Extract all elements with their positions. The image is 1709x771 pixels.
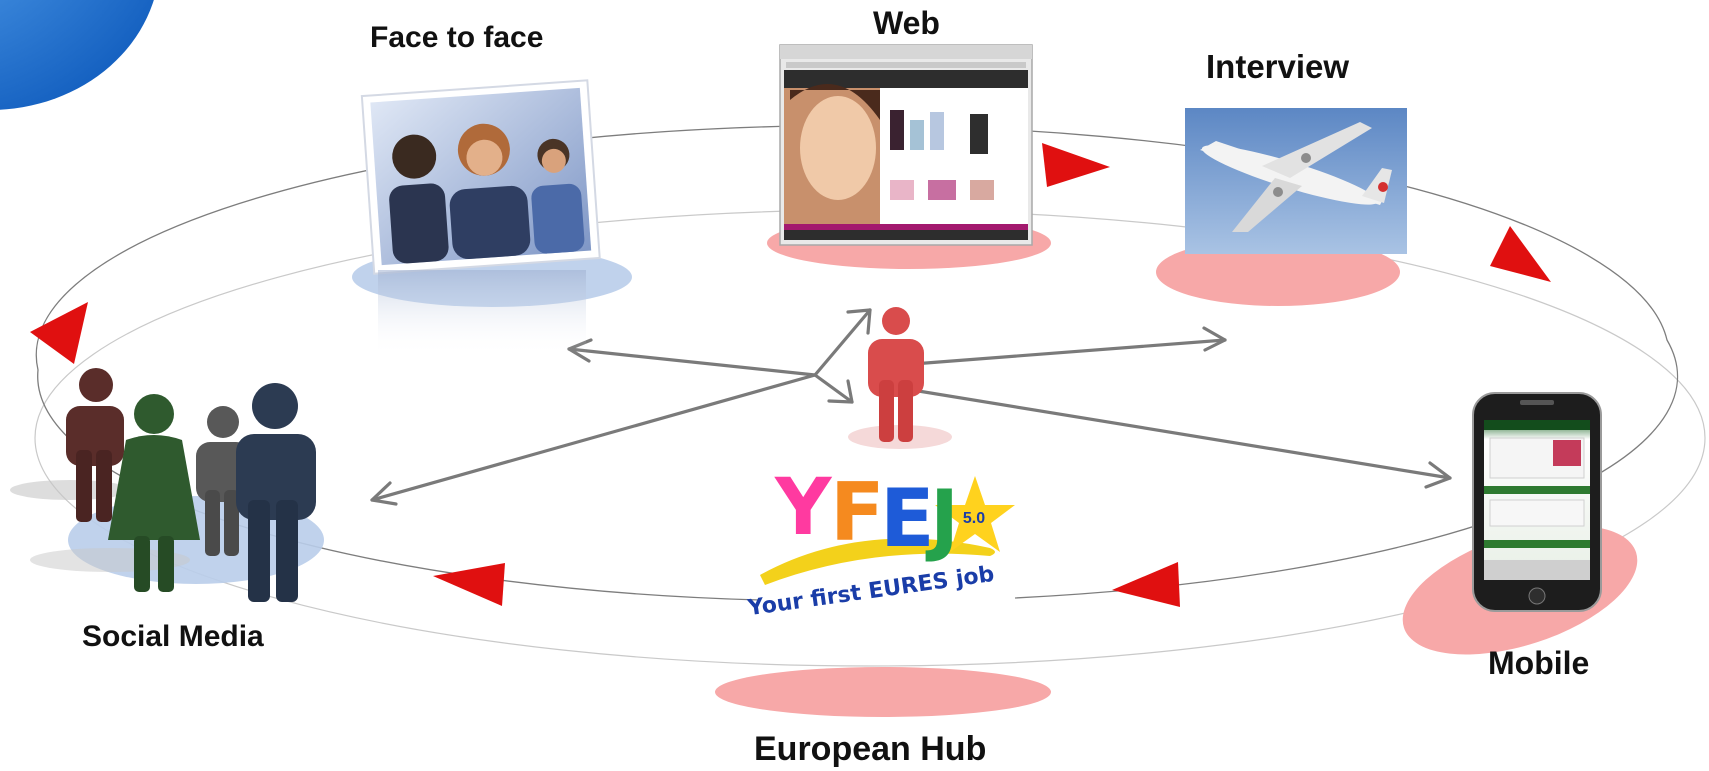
interview-disc: [1156, 238, 1400, 306]
cycle-arrow-bottom-left: [433, 563, 505, 606]
logo-letter-f: F: [830, 466, 885, 559]
label-web: Web: [873, 5, 940, 41]
logo-letter-j: J: [925, 475, 959, 565]
yfej-logo: 5.0 Y F E J Your first EURES job: [745, 463, 1015, 621]
cycle-arrow-left: [30, 302, 88, 364]
label-face-to-face: Face to face: [370, 21, 544, 54]
airplane-photo: [1185, 108, 1407, 254]
cycle-arrow-top-right: [1042, 143, 1110, 187]
label-interview: Interview: [1206, 48, 1350, 85]
central-person-icon: [848, 307, 952, 449]
corner-accent-shape: [0, 0, 154, 110]
mobile-phone-icon: [1472, 392, 1602, 612]
cycle-arrow-bottom-right: [1112, 562, 1180, 607]
face-to-face-photo: [360, 79, 601, 356]
label-social-media: Social Media: [82, 620, 264, 653]
european-hub-disc: [715, 667, 1051, 717]
social-media-people-icon: [10, 368, 316, 602]
logo-letter-y: Y: [774, 463, 833, 553]
logo-letter-e: E: [880, 472, 935, 565]
label-european-hub: European Hub: [754, 730, 987, 768]
logo-version: 5.0: [963, 510, 985, 527]
logo-swoosh: [760, 538, 995, 585]
web-page-screenshot: [779, 44, 1033, 246]
label-mobile: Mobile: [1488, 645, 1590, 681]
logo-star: [935, 476, 1015, 552]
cycle-arrow-right: [1490, 226, 1551, 282]
